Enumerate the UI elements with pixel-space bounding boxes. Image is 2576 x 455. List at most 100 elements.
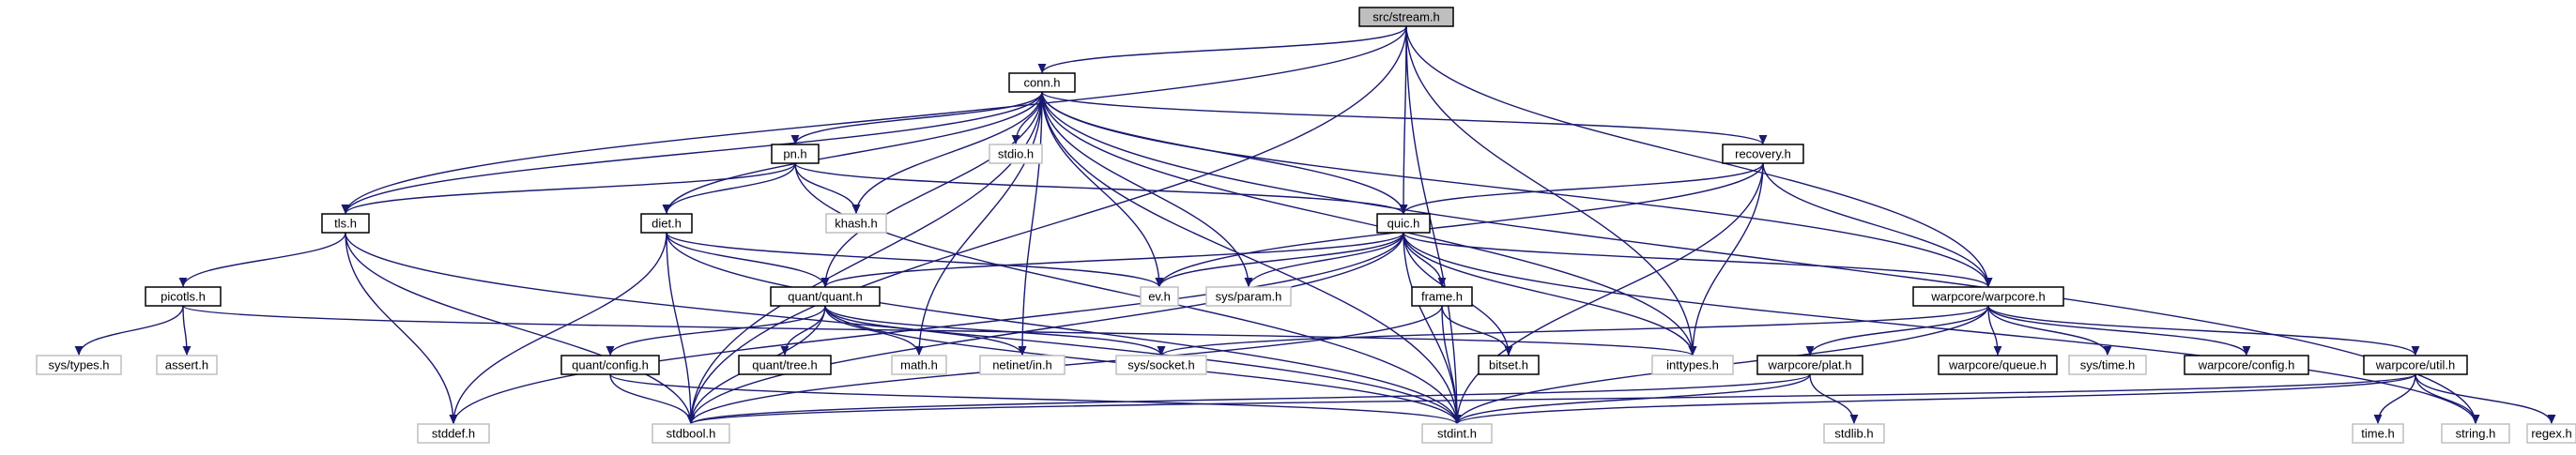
node-wqueue-label: warpcore/queue.h — [1948, 357, 2047, 372]
node-wconfig[interactable]: warpcore/config.h — [2184, 355, 2309, 375]
node-picotls-box — [145, 286, 222, 307]
node-stdlib-label: stdlib.h — [1834, 426, 1873, 440]
node-stddef: stddef.h — [417, 423, 490, 444]
node-tls-label: tls.h — [334, 216, 357, 230]
node-syssocket-box — [1115, 355, 1207, 375]
edge-recovery-to-quic — [1399, 162, 1764, 215]
node-syssocket-label: sys/socket.h — [1127, 357, 1195, 372]
edge-conn-to-pn — [790, 91, 1043, 145]
node-systypes: sys/types.h — [36, 355, 122, 375]
node-frame-label: frame.h — [1421, 289, 1463, 303]
edge-picotls-to-inttypes — [182, 305, 1696, 356]
node-regex: regex.h — [2526, 423, 2576, 444]
node-ev-box — [1140, 286, 1179, 307]
edge-quic-to-stddef — [449, 232, 1404, 425]
node-sysparam-label: sys/param.h — [1216, 289, 1282, 303]
edge-picotls-to-systypes — [74, 305, 184, 356]
node-stream[interactable]: src/stream.h — [1358, 7, 1454, 27]
node-bitset[interactable]: bitset.h — [1478, 355, 1540, 375]
edge-stream-to-conn — [1037, 25, 1407, 74]
edge-wutil-to-regex — [2415, 373, 2556, 425]
edge-conn-to-inttypes — [1041, 91, 1697, 356]
edge-picotls-to-assert — [182, 305, 192, 356]
edge-wutil-to-stdint — [1452, 373, 2416, 425]
edge-wplat-to-stdbool — [686, 373, 1811, 425]
node-stdlib-box — [1823, 423, 1885, 444]
edge-quic-to-stringh — [1403, 232, 2480, 425]
node-conn[interactable]: conn.h — [1008, 72, 1076, 93]
node-pn-box — [771, 144, 820, 164]
edge-qconfig-to-stdint — [609, 373, 1462, 425]
node-timeh-box — [2352, 423, 2404, 444]
node-stringh-label: string.h — [2456, 426, 2496, 440]
edge-frame-to-stdint — [1441, 305, 1462, 425]
edge-warpcore-to-wutil — [1987, 305, 2420, 356]
node-conn-label: conn.h — [1023, 75, 1060, 89]
edge-conn-to-tls — [341, 91, 1043, 215]
node-math: math.h — [891, 355, 947, 375]
node-frame[interactable]: frame.h — [1411, 286, 1473, 307]
node-qtree[interactable]: quant/tree.h — [738, 355, 832, 375]
node-recovery[interactable]: recovery.h — [1722, 144, 1804, 164]
node-diet-box — [640, 213, 693, 234]
edges-layer — [74, 25, 2556, 425]
node-math-box — [891, 355, 947, 375]
edge-conn-to-khash — [851, 91, 1043, 215]
node-regex-box — [2526, 423, 2576, 444]
node-systime-box — [2068, 355, 2147, 375]
node-warpcore[interactable]: warpcore/warpcore.h — [1912, 286, 2064, 307]
node-conn-box — [1008, 72, 1076, 93]
node-tls-box — [321, 213, 370, 234]
edge-wplat-to-stdint — [1452, 373, 1811, 425]
node-quant[interactable]: quant/quant.h — [770, 286, 881, 307]
node-qconfig-box — [560, 355, 660, 375]
node-stdbool: stdbool.h — [652, 423, 730, 444]
node-quic-box — [1376, 213, 1431, 234]
edge-quic-to-ev — [1155, 232, 1404, 288]
node-wplat-box — [1756, 355, 1863, 375]
edge-warpcore-to-wqueue — [1987, 305, 2002, 356]
edge-tls-to-stdbool — [345, 232, 696, 425]
node-stdint-box — [1421, 423, 1493, 444]
node-quant-label: quant/quant.h — [788, 289, 863, 303]
node-systypes-box — [36, 355, 122, 375]
node-pn[interactable]: pn.h — [771, 144, 820, 164]
edge-quic-to-stdbool — [686, 232, 1404, 425]
node-wplat[interactable]: warpcore/plat.h — [1756, 355, 1863, 375]
node-timeh-label: time.h — [2361, 426, 2394, 440]
node-stdio-label: stdio.h — [998, 146, 1034, 160]
node-wplat-label: warpcore/plat.h — [1768, 357, 1852, 372]
edge-recovery-to-stdint — [1452, 162, 1764, 425]
node-timeh: time.h — [2352, 423, 2404, 444]
edge-frame-to-stdbool — [686, 305, 1443, 425]
node-khash-label: khash.h — [835, 216, 878, 230]
edge-recovery-to-warpcore — [1762, 162, 1993, 288]
edge-conn-to-diet — [662, 91, 1043, 215]
node-inttypes-box — [1651, 355, 1734, 375]
node-systime: sys/time.h — [2068, 355, 2147, 375]
node-stream-box — [1358, 7, 1454, 27]
edge-tls-to-picotls — [178, 232, 346, 288]
node-sysparam: sys/param.h — [1205, 286, 1292, 307]
node-stringh: string.h — [2441, 423, 2510, 444]
node-ev: ev.h — [1140, 286, 1179, 307]
node-pn-label: pn.h — [783, 146, 806, 160]
edge-wutil-to-stringh — [2415, 373, 2480, 425]
edge-wutil-to-timeh — [2373, 373, 2416, 425]
node-wutil-label: warpcore/util.h — [2375, 357, 2456, 372]
node-tls[interactable]: tls.h — [321, 213, 370, 234]
node-wutil-box — [2363, 355, 2468, 375]
edge-conn-to-stdint — [1041, 91, 1462, 425]
node-diet[interactable]: diet.h — [640, 213, 693, 234]
node-stdlib: stdlib.h — [1823, 423, 1885, 444]
edge-quic-to-sysparam — [1244, 232, 1404, 288]
edge-diet-to-stddef — [449, 232, 667, 425]
node-quic[interactable]: quic.h — [1376, 213, 1431, 234]
node-wqueue[interactable]: warpcore/queue.h — [1938, 355, 2058, 375]
nodes-layer: src/stream.h conn.h tls.h quic.h warpcore/wa… — [36, 7, 2576, 444]
node-wutil[interactable]: warpcore/util.h — [2363, 355, 2468, 375]
node-picotls[interactable]: picotls.h — [145, 286, 222, 307]
node-qconfig[interactable]: quant/config.h — [560, 355, 660, 375]
node-stdbool-label: stdbool.h — [667, 426, 716, 440]
